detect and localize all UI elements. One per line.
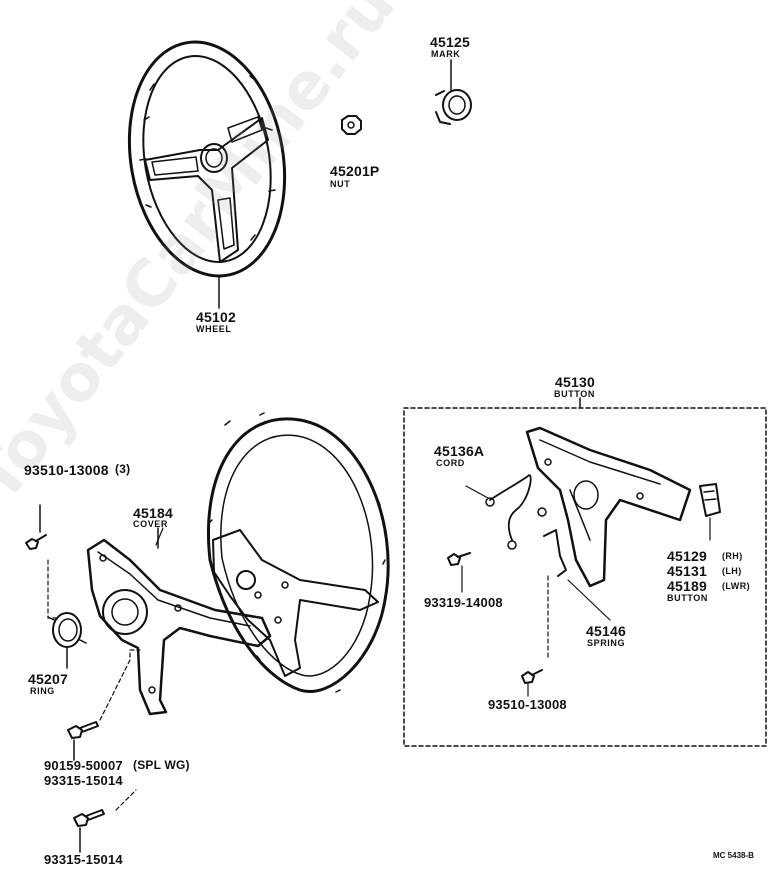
spring-name: SPRING (587, 638, 626, 648)
cover-part (86, 527, 272, 716)
cord-number: 45136A (434, 443, 485, 459)
mark-number: 45125 (430, 34, 470, 50)
button-part (525, 426, 692, 588)
wheel-name: WHEEL (196, 324, 232, 334)
diagram-code: MC 5438-B (713, 851, 754, 860)
ring-part (47, 612, 87, 669)
nut-part (341, 115, 362, 135)
screw-93319-number: 93319-14008 (424, 595, 503, 610)
btn-lwr-note: (LWR) (722, 581, 750, 591)
bolt-spl-note: (SPL WG) (133, 758, 190, 772)
btn-lh-number: 45131 (667, 563, 707, 579)
btn-lh-note: (LH) (722, 566, 742, 576)
cover-name: COVER (133, 519, 169, 529)
btn-lwr-number: 45189 (667, 578, 707, 594)
bolt-a-number: 93315-15014 (44, 773, 123, 788)
bolt-b-number: 93315-15014 (44, 852, 123, 867)
btn-rh-note: (RH) (722, 551, 743, 561)
small-button-part (699, 483, 721, 541)
screw-top-left (25, 504, 61, 619)
wheel-number: 45102 (196, 309, 236, 325)
screw-top-number: 93510-13008 (24, 462, 109, 478)
mark-part (435, 59, 472, 125)
screw-in-box (521, 669, 543, 697)
screw-inbox-number: 93510-13008 (488, 697, 567, 712)
spring-part (543, 529, 611, 661)
button-name: BUTTON (554, 389, 595, 399)
screw-top-qty: (3) (115, 462, 131, 476)
ring-number: 45207 (28, 671, 68, 687)
screw-93319 (447, 552, 471, 593)
mark-name: MARK (431, 49, 461, 59)
cord-name: CORD (436, 458, 465, 468)
bolt-lower (73, 789, 137, 853)
cord-part (465, 474, 547, 550)
nut-number: 45201P (330, 163, 380, 179)
btn-rh-number: 45129 (667, 548, 707, 564)
bolt-spl-number: 90159-50007 (44, 758, 123, 773)
steering-wheel-lower (207, 412, 390, 693)
btn-lwr-name: BUTTON (667, 593, 708, 603)
cover-number: 45184 (133, 505, 173, 521)
steering-wheel-top (127, 40, 287, 309)
button-number: 45130 (555, 374, 595, 390)
spring-number: 45146 (586, 623, 626, 639)
ring-name: RING (30, 686, 55, 696)
nut-name: NUT (330, 179, 351, 189)
bolt-spl (67, 649, 141, 761)
